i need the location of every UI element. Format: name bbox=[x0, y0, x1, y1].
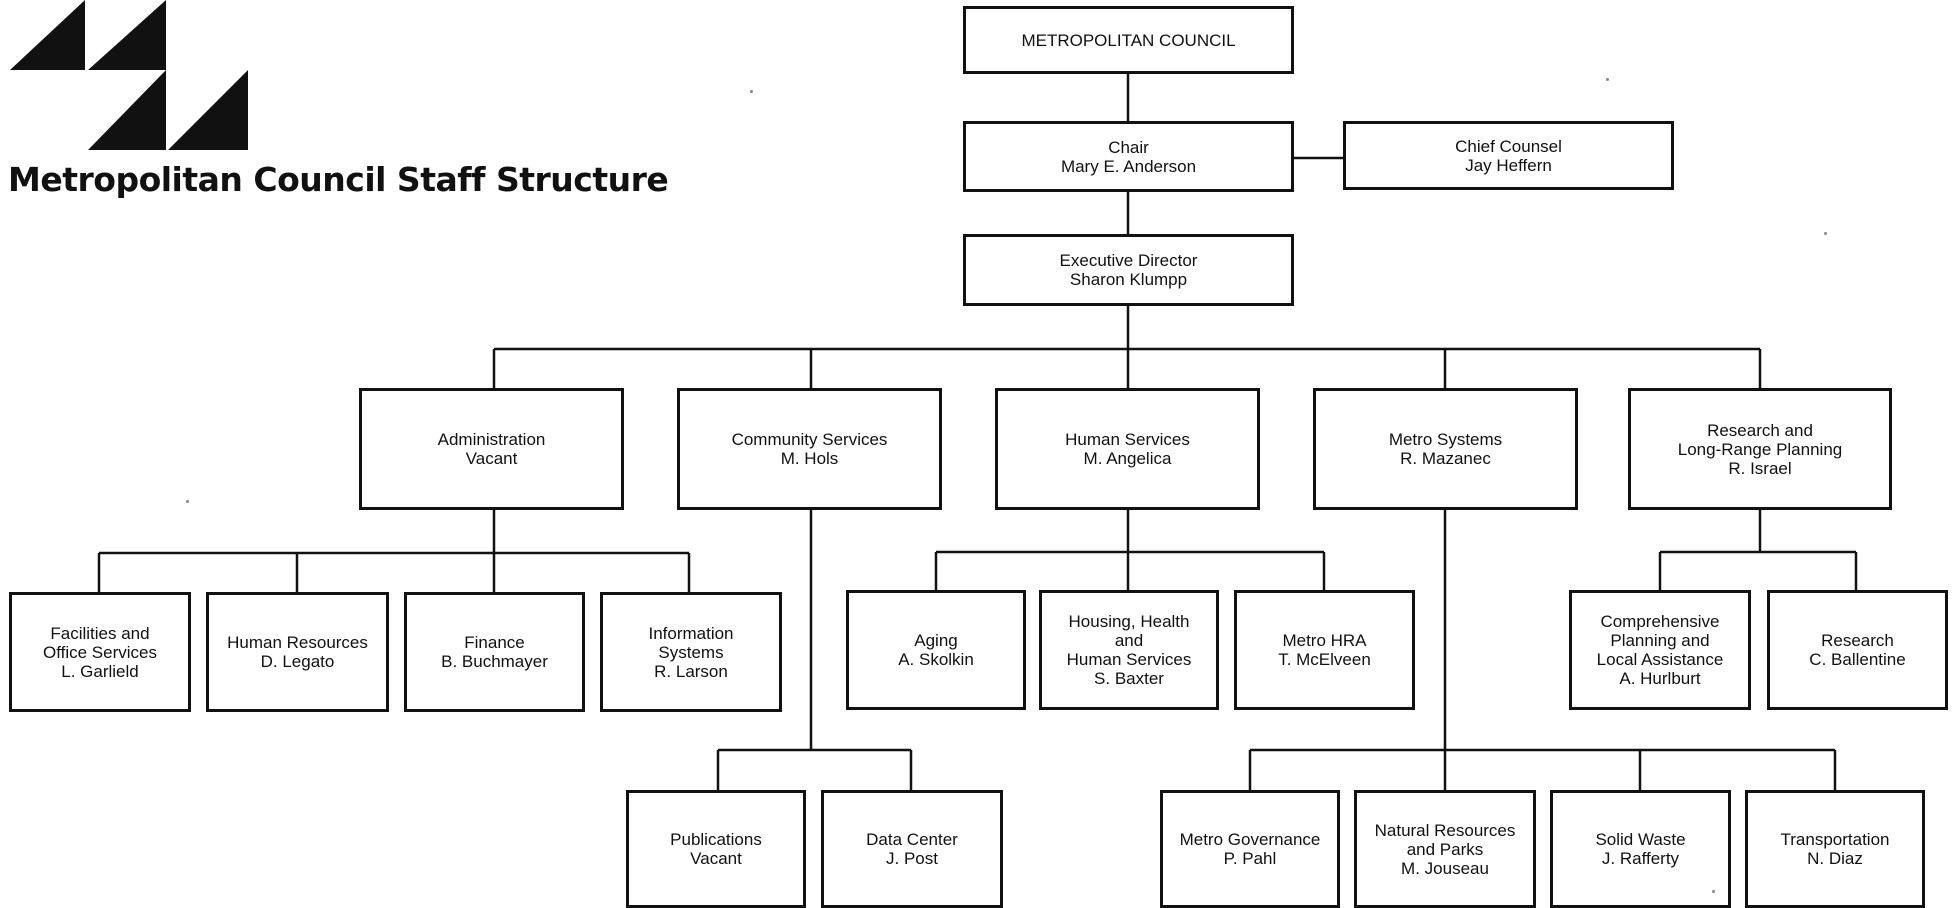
node-label: Finance B. Buchmayer bbox=[441, 633, 548, 671]
node-metro-hra: Metro HRA T. McElveen bbox=[1234, 590, 1415, 710]
node-data-center: Data Center J. Post bbox=[821, 790, 1003, 908]
node-publications: Publications Vacant bbox=[626, 790, 806, 908]
scan-speck bbox=[186, 500, 189, 503]
node-label: Facilities and Office Services L. Garlie… bbox=[42, 623, 157, 681]
node-label: Solid Waste J. Rafferty bbox=[1595, 830, 1686, 868]
node-finance: Finance B. Buchmayer bbox=[404, 592, 585, 712]
node-label: Metro HRA T. McElveen bbox=[1278, 631, 1371, 669]
node-label: Transportation N. Diaz bbox=[1780, 830, 1890, 868]
node-label: Human Services M. Angelica bbox=[1065, 430, 1190, 468]
node-facilities-office-services: Facilities and Office Services L. Garlie… bbox=[9, 592, 191, 712]
scan-speck bbox=[1824, 232, 1827, 235]
node-label: Administration Vacant bbox=[437, 430, 546, 468]
node-information-systems: Information Systems R. Larson bbox=[600, 592, 782, 712]
node-comprehensive-planning: Comprehensive Planning and Local Assista… bbox=[1569, 590, 1751, 710]
node-label: Research C. Ballentine bbox=[1809, 631, 1906, 669]
node-metro-systems: Metro Systems R. Mazanec bbox=[1313, 388, 1578, 510]
node-administration: Administration Vacant bbox=[359, 388, 624, 510]
node-label: Metro Systems R. Mazanec bbox=[1388, 430, 1503, 468]
node-housing-health-human-services: Housing, Health and Human Services S. Ba… bbox=[1039, 590, 1219, 710]
node-label: Natural Resources and Parks M. Jouseau bbox=[1374, 820, 1516, 878]
node-label: Publications Vacant bbox=[670, 830, 762, 868]
node-human-services: Human Services M. Angelica bbox=[995, 388, 1260, 510]
node-human-resources: Human Resources D. Legato bbox=[206, 592, 389, 712]
node-label: Human Resources D. Legato bbox=[227, 633, 368, 671]
node-chief-counsel: Chief Counsel Jay Heffern bbox=[1343, 121, 1674, 190]
node-label: Research and Long-Range Planning R. Isra… bbox=[1677, 420, 1843, 478]
node-label: Comprehensive Planning and Local Assista… bbox=[1596, 612, 1724, 688]
node-natural-resources-parks: Natural Resources and Parks M. Jouseau bbox=[1354, 790, 1536, 908]
node-label: Chair Mary E. Anderson bbox=[1060, 137, 1197, 176]
node-transportation: Transportation N. Diaz bbox=[1745, 790, 1925, 908]
node-label: Community Services M. Hols bbox=[731, 430, 888, 468]
triangles-logo-icon bbox=[10, 0, 248, 150]
node-label: METROPOLITAN COUNCIL bbox=[1021, 30, 1236, 50]
node-research-long-range-planning: Research and Long-Range Planning R. Isra… bbox=[1628, 388, 1892, 510]
node-label: Data Center J. Post bbox=[866, 830, 958, 868]
node-label: Metro Governance P. Pahl bbox=[1179, 830, 1321, 868]
node-label: Aging A. Skolkin bbox=[898, 631, 974, 669]
page-title: Metropolitan Council Staff Structure bbox=[8, 160, 669, 199]
node-metro-governance: Metro Governance P. Pahl bbox=[1160, 790, 1340, 908]
node-label: Chief Counsel Jay Heffern bbox=[1455, 136, 1562, 175]
node-aging: Aging A. Skolkin bbox=[846, 590, 1026, 710]
node-executive-director: Executive Director Sharon Klumpp bbox=[963, 234, 1294, 306]
scan-speck bbox=[1606, 78, 1609, 81]
node-solid-waste: Solid Waste J. Rafferty bbox=[1550, 790, 1731, 908]
node-metropolitan-council: METROPOLITAN COUNCIL bbox=[963, 6, 1294, 74]
node-label: Executive Director Sharon Klumpp bbox=[1059, 251, 1198, 289]
scan-speck bbox=[750, 90, 753, 93]
node-research: Research C. Ballentine bbox=[1767, 590, 1948, 710]
node-label: Information Systems R. Larson bbox=[648, 623, 734, 681]
scan-speck bbox=[1712, 890, 1715, 893]
node-label: Housing, Health and Human Services S. Ba… bbox=[1066, 612, 1192, 688]
node-chair: Chair Mary E. Anderson bbox=[963, 121, 1294, 192]
node-community-services: Community Services M. Hols bbox=[677, 388, 942, 510]
